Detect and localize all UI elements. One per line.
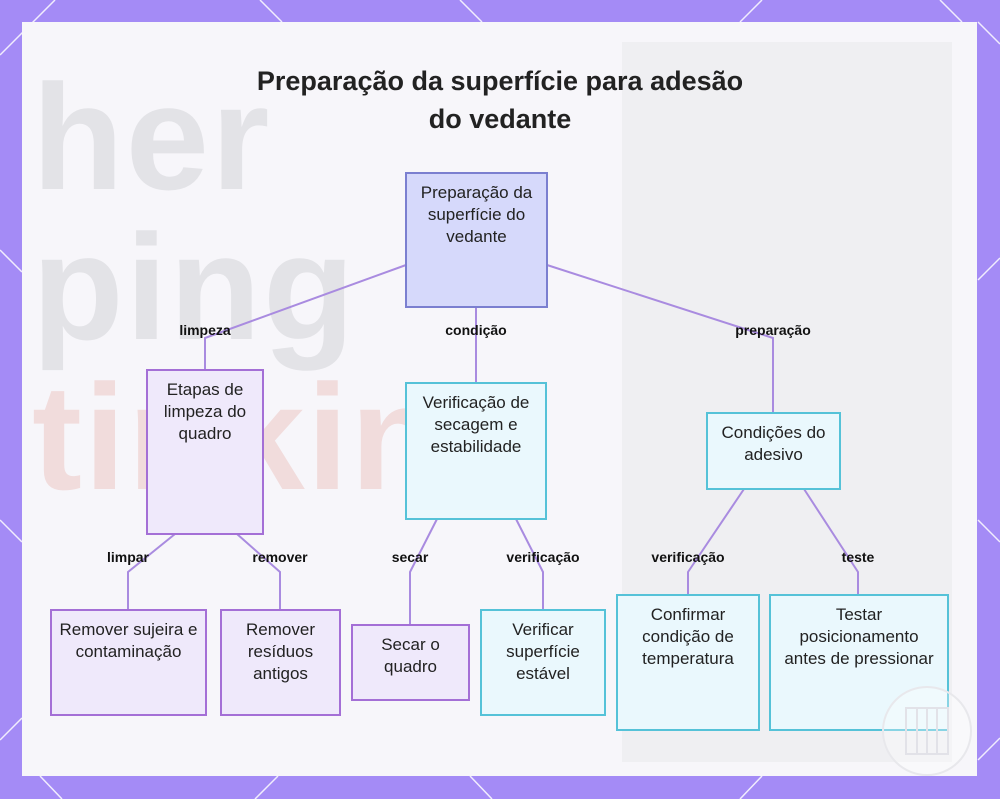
edge-limpeza-limpar	[128, 534, 175, 610]
node-remover-residuos: Remover resíduos antigos	[220, 609, 341, 716]
watermark-icon	[884, 688, 970, 774]
node-condicoes-label: Condições do adesivo	[714, 422, 833, 466]
edge-label-limpar: limpar	[107, 549, 149, 565]
edge-root-limpeza	[205, 265, 406, 370]
node-testar-label: Testar posicionamento antes de pressiona…	[777, 604, 941, 670]
node-root: Preparação da superfície do vedante	[405, 172, 548, 308]
edge-label-verificacao: verificação	[506, 549, 579, 565]
node-limpeza: Etapas de limpeza do quadro	[146, 369, 264, 535]
node-verificar-superficie-label: Verificar superfície estável	[488, 619, 598, 685]
node-confirmar: Confirmar condição de temperatura	[616, 594, 760, 731]
node-limpeza-label: Etapas de limpeza do quadro	[154, 379, 256, 445]
node-verificar-superficie: Verificar superfície estável	[480, 609, 606, 716]
node-condicoes: Condições do adesivo	[706, 412, 841, 490]
edge-condicoes-testar	[804, 489, 858, 595]
edge-label-condicao: condição	[445, 322, 506, 338]
edge-limpeza-remover	[237, 534, 280, 610]
edge-label-limpeza: limpeza	[179, 322, 230, 338]
edge-condicoes-confirmar	[688, 489, 744, 595]
edge-label-teste: teste	[842, 549, 875, 565]
node-verificacao: Verificação de secagem e estabilidade	[405, 382, 547, 520]
node-verificacao-label: Verificação de secagem e estabilidade	[413, 392, 539, 458]
node-secar-label: Secar o quadro	[359, 634, 462, 678]
node-remover-sujeira: Remover sujeira e contaminação	[50, 609, 207, 716]
node-root-label: Preparação da superfície do vedante	[413, 182, 540, 248]
node-remover-residuos-label: Remover resíduos antigos	[228, 619, 333, 685]
node-secar: Secar o quadro	[351, 624, 470, 701]
edge-label-remover: remover	[252, 549, 307, 565]
edge-label-verificacao: verificação	[651, 549, 724, 565]
node-remover-sujeira-label: Remover sujeira e contaminação	[58, 619, 199, 663]
edge-root-preparacao	[547, 265, 773, 413]
edge-label-secar: secar	[392, 549, 429, 565]
edge-verificacao-secar	[410, 519, 437, 625]
node-confirmar-label: Confirmar condição de temperatura	[624, 604, 752, 670]
edge-label-preparacao: preparação	[735, 322, 810, 338]
watermark-badge	[882, 686, 972, 776]
